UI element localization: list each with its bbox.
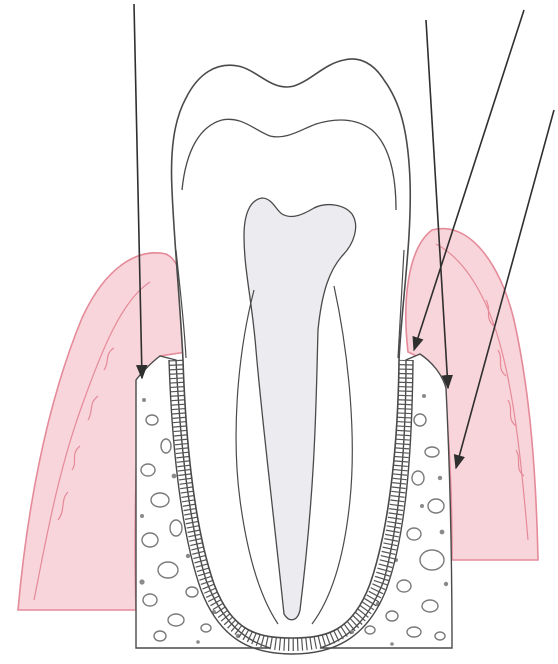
tooth-periodontium-diagram: [0, 0, 558, 664]
